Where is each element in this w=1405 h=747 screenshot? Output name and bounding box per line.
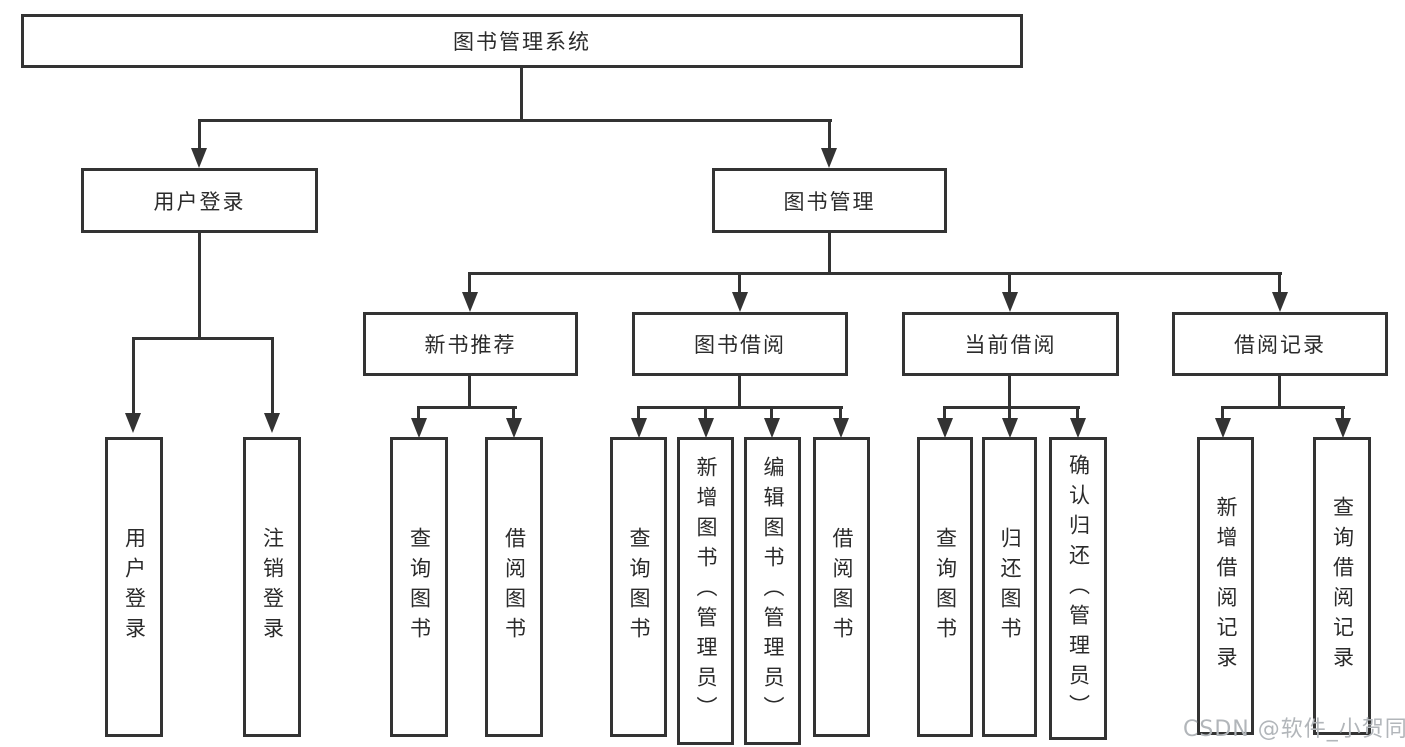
- connector-line: [198, 119, 832, 122]
- arrowhead-down-icon: [1272, 292, 1288, 312]
- arrowhead-down-icon: [821, 148, 837, 168]
- arrowhead-down-icon: [698, 418, 714, 438]
- node-book-borrow: 图书借阅: [632, 312, 848, 376]
- connector-line: [132, 337, 274, 340]
- arrowhead-down-icon: [833, 418, 849, 438]
- leaf-return-books: 归还图书: [982, 437, 1037, 737]
- leaf-add-books-admin: 新增图书（管理员）: [677, 437, 734, 745]
- connector-line: [1221, 406, 1345, 409]
- connector-line: [417, 406, 517, 409]
- node-label: 归还图书: [998, 527, 1022, 647]
- node-label: 查询图书: [627, 527, 651, 647]
- leaf-borrow-books-recommend: 借阅图书: [485, 437, 543, 737]
- node-borrow-records: 借阅记录: [1172, 312, 1388, 376]
- connector-line: [520, 68, 523, 119]
- node-label: 借阅图书: [830, 527, 854, 647]
- node-label: 编辑图书（管理员）: [761, 456, 785, 726]
- node-label: 借阅图书: [502, 527, 527, 647]
- node-label: 图书管理: [783, 189, 876, 214]
- arrowhead-down-icon: [764, 418, 780, 438]
- node-new-book-recommend: 新书推荐: [363, 312, 578, 376]
- arrowhead-down-icon: [411, 418, 427, 438]
- connector-line: [1008, 272, 1011, 294]
- connector-line: [1278, 376, 1281, 409]
- connector-line: [512, 406, 515, 420]
- arrowhead-down-icon: [191, 148, 207, 168]
- node-label: 注销登录: [260, 527, 285, 647]
- csdn-watermark: CSDN @软件_小贺同学: [1183, 717, 1405, 742]
- node-label: 确认归还（管理员）: [1066, 453, 1091, 724]
- connector-line: [132, 337, 135, 415]
- connector-line: [770, 406, 773, 420]
- node-label: 查询图书: [933, 527, 958, 647]
- arrowhead-down-icon: [462, 292, 478, 312]
- node-book-management: 图书管理: [712, 168, 947, 233]
- node-label: 借阅记录: [1234, 333, 1326, 357]
- arrowhead-down-icon: [937, 418, 953, 438]
- connector-line: [704, 406, 707, 420]
- leaf-user-login: 用户登录: [105, 437, 163, 737]
- connector-line: [1341, 406, 1344, 420]
- leaf-query-borrow-record: 查询借阅记录: [1313, 437, 1371, 735]
- arrowhead-down-icon: [631, 418, 647, 438]
- connector-line: [738, 376, 741, 409]
- connector-line: [198, 233, 201, 340]
- node-label: 图书借阅: [694, 333, 786, 357]
- leaf-edit-books-admin: 编辑图书（管理员）: [744, 437, 801, 745]
- connector-line: [637, 406, 843, 409]
- node-current-borrow: 当前借阅: [902, 312, 1119, 376]
- connector-line: [828, 119, 831, 150]
- node-label: 用户登录: [153, 189, 246, 214]
- leaf-logout: 注销登录: [243, 437, 301, 737]
- node-label: 用户登录: [122, 527, 147, 647]
- connector-line: [943, 406, 946, 420]
- connector-line: [468, 272, 471, 294]
- arrowhead-down-icon: [264, 413, 280, 433]
- arrowhead-down-icon: [1002, 292, 1018, 312]
- leaf-query-books-current: 查询图书: [917, 437, 973, 737]
- node-label: 查询借阅记录: [1330, 496, 1355, 676]
- connector-line: [198, 119, 201, 150]
- connector-line: [828, 233, 831, 275]
- connector-line: [1278, 272, 1281, 294]
- node-label: 新书推荐: [424, 333, 517, 357]
- node-label: 新增图书（管理员）: [694, 456, 718, 726]
- node-label: 当前借阅: [964, 333, 1057, 357]
- connector-line: [271, 337, 274, 415]
- arrowhead-down-icon: [1335, 418, 1351, 438]
- leaf-borrow-books: 借阅图书: [813, 437, 870, 737]
- connector-line: [468, 272, 1282, 275]
- connector-line: [1076, 406, 1079, 420]
- arrowhead-down-icon: [1215, 418, 1231, 438]
- connector-line: [839, 406, 842, 420]
- connector-line: [1008, 406, 1011, 420]
- node-user-login: 用户登录: [81, 168, 318, 233]
- node-label: 图书管理系统: [453, 30, 591, 54]
- leaf-query-books-recommend: 查询图书: [390, 437, 448, 737]
- leaf-confirm-return-admin: 确认归还（管理员）: [1049, 437, 1107, 740]
- connector-line: [417, 406, 420, 420]
- leaf-query-books-borrow: 查询图书: [610, 437, 667, 737]
- leaf-add-borrow-record: 新增借阅记录: [1197, 437, 1254, 735]
- node-label: 查询图书: [407, 527, 432, 647]
- node-label: 新增借阅记录: [1214, 496, 1238, 676]
- connector-line: [468, 376, 471, 409]
- arrowhead-down-icon: [1002, 418, 1018, 438]
- arrowhead-down-icon: [732, 292, 748, 312]
- connector-line: [1008, 376, 1011, 409]
- connector-line: [943, 406, 1080, 409]
- node-library-system: 图书管理系统: [21, 14, 1023, 68]
- connector-line: [738, 272, 741, 294]
- arrowhead-down-icon: [506, 418, 522, 438]
- connector-line: [637, 406, 640, 420]
- arrowhead-down-icon: [1070, 418, 1086, 438]
- connector-line: [1221, 406, 1224, 420]
- arrowhead-down-icon: [125, 413, 141, 433]
